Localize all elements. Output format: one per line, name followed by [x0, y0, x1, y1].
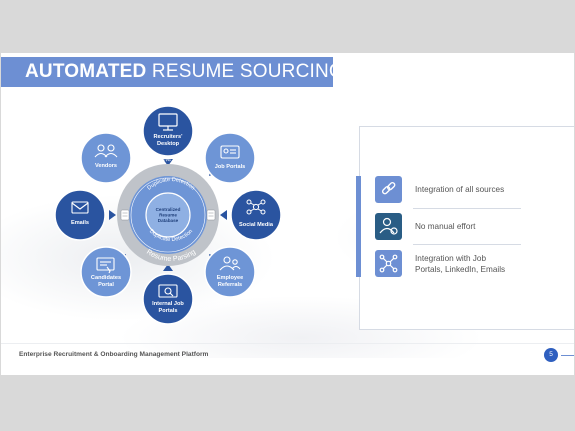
portal-icon [158, 284, 178, 298]
title-bold: AUTOMATED [25, 61, 147, 82]
footer-text: Enterprise Recruitment & Onboarding Mana… [19, 351, 209, 358]
node-label-recruiters-1: Recruiters' [153, 134, 183, 140]
arrow-bottom [163, 264, 173, 271]
feature-divider-1 [413, 208, 521, 209]
id-card-icon [220, 145, 240, 159]
node-label-recruiters-2: Desktop [157, 141, 180, 147]
node-label-internal-1: Internal Job [152, 301, 184, 307]
hub-center [145, 192, 191, 238]
group-icon [94, 144, 118, 158]
user-gear-icon [375, 213, 402, 240]
envelope-icon [71, 201, 89, 214]
feature-item-integration: Integration of all sources [375, 176, 565, 204]
hub: Resume Parsing Resume Parsing Duplicate … [117, 154, 219, 266]
node-label-employee-2: Referrals [218, 282, 242, 288]
feature-item-no-manual: No manual effort [375, 213, 565, 241]
people-icon [219, 256, 241, 271]
node-employee-referrals[interactable]: Employee Referrals [204, 246, 256, 298]
feature-text-integration: Integration of all sources [415, 185, 505, 194]
feature-divider-2 [413, 244, 521, 245]
arrow-left [109, 210, 116, 220]
title-rest: RESUME SOURCING [151, 61, 344, 82]
node-job-portals[interactable]: Job Portals [204, 132, 256, 184]
center-label-2: Resume [159, 213, 177, 218]
node-label-job-portals: Job Portals [215, 164, 245, 170]
link-icon [375, 176, 402, 203]
page-number-badge: 5 [544, 348, 558, 362]
node-vendors[interactable]: Vendors [80, 132, 132, 184]
feature-text-job-portals: Integration with Job Portals, LinkedIn, … [415, 254, 506, 274]
network-icon [246, 199, 266, 215]
node-label-vendors: Vendors [95, 163, 117, 169]
center-label-3: Database [158, 218, 179, 223]
node-label-social-media: Social Media [239, 222, 274, 228]
database-stack-icon-right [206, 209, 216, 221]
node-candidates-portal[interactable]: Candidates Portal [80, 246, 132, 298]
node-internal-job-portals[interactable]: Internal Job Portals [142, 273, 194, 325]
node-label-candidates-1: Candidates [91, 275, 121, 281]
share-icon [375, 250, 402, 277]
feature-text-no-manual: No manual effort [415, 222, 476, 231]
sourcing-diagram: Resume Parsing Resume Parsing Duplicate … [54, 105, 282, 325]
page-title: AUTOMATED RESUME SOURCING [25, 60, 344, 84]
node-label-employee-1: Employee [217, 275, 243, 281]
feature-item-job-portals: Integration with Job Portals, LinkedIn, … [375, 250, 565, 278]
node-label-internal-2: Portals [159, 308, 178, 314]
node-emails[interactable]: Emails [54, 189, 106, 241]
center-label-1: Centralized [156, 207, 181, 212]
node-label-emails: Emails [71, 220, 89, 226]
node-social-media[interactable]: Social Media [230, 189, 282, 241]
arrow-right [220, 210, 227, 220]
title-bar: AUTOMATED RESUME SOURCING [1, 57, 344, 87]
arrow-top [163, 159, 173, 166]
page-number-dash [561, 355, 574, 356]
slide: AUTOMATED RESUME SOURCING Res [1, 53, 574, 375]
features-accent-bar [356, 176, 361, 277]
desktop-icon [158, 113, 178, 131]
database-stack-icon-left [120, 209, 130, 221]
node-recruiters-desktop[interactable]: Recruiters' Desktop [142, 105, 194, 157]
node-label-candidates-2: Portal [98, 282, 114, 288]
form-icon [96, 257, 115, 274]
footer-divider [1, 343, 574, 344]
